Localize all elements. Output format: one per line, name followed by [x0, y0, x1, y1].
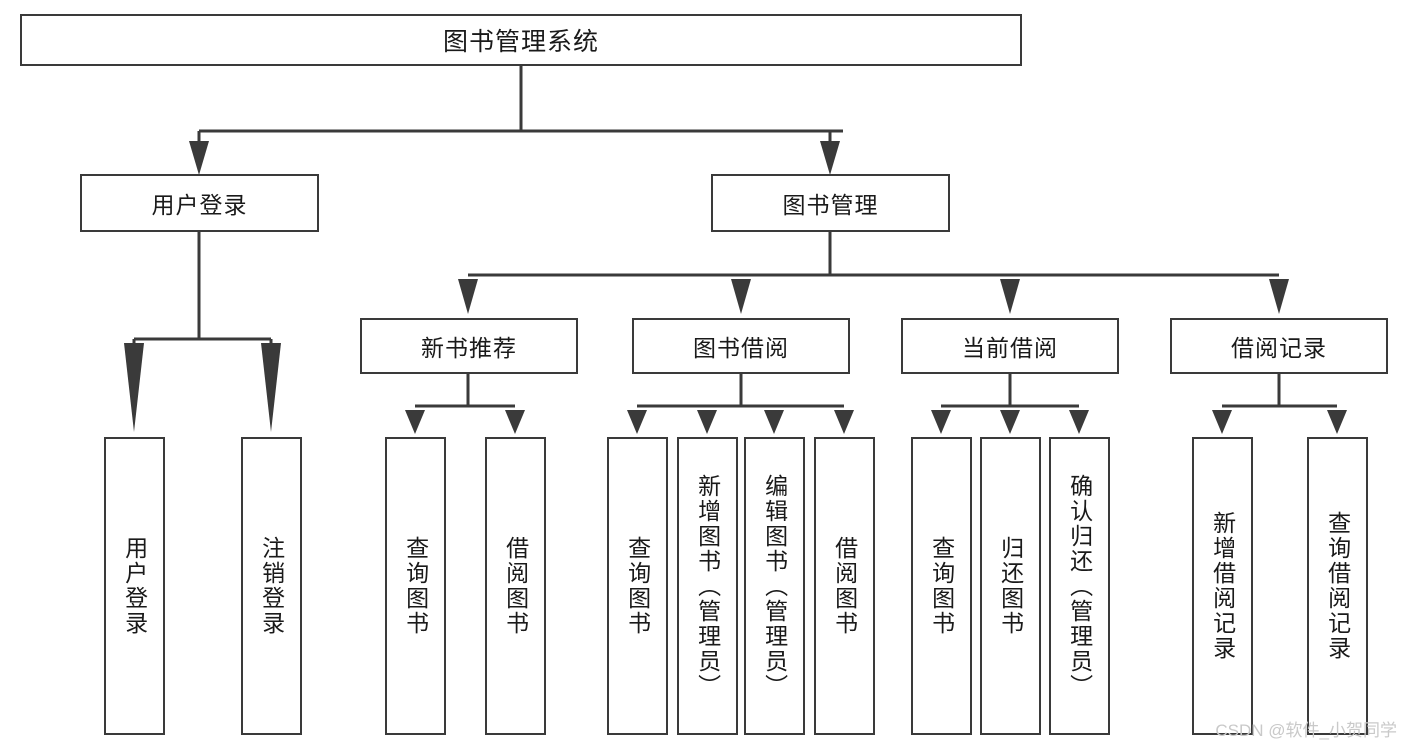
- arrowhead-leaf-user-login: [124, 343, 144, 432]
- node-leaf-query-book-1-label: 查询图书: [402, 536, 429, 636]
- node-borrow-record[interactable]: 借阅记录: [1170, 318, 1388, 374]
- node-leaf-query-book-3[interactable]: 查询图书: [911, 437, 972, 735]
- node-leaf-add-book[interactable]: 新增图书（管理员）: [677, 437, 738, 735]
- node-leaf-borrow-book-2-label: 借阅图书: [831, 536, 858, 636]
- node-root[interactable]: 图书管理系统: [20, 14, 1022, 66]
- arrowhead-book-borrow: [731, 279, 751, 314]
- arrowhead-leaf-return-book: [1000, 410, 1020, 434]
- node-leaf-edit-book-label: 编辑图书（管理员）: [761, 473, 788, 699]
- node-new-book-recommend-label: 新书推荐: [421, 335, 517, 361]
- node-leaf-query-record-label: 查询借阅记录: [1324, 511, 1351, 661]
- arrowhead-leaf-query-book-2: [627, 410, 647, 434]
- node-current-borrow[interactable]: 当前借阅: [901, 318, 1119, 374]
- node-leaf-logout[interactable]: 注销登录: [241, 437, 302, 735]
- node-leaf-borrow-book-2[interactable]: 借阅图书: [814, 437, 875, 735]
- arrowhead-leaf-edit-book: [764, 410, 784, 434]
- node-leaf-confirm-return[interactable]: 确认归还（管理员）: [1049, 437, 1110, 735]
- arrowhead-leaf-query-book-1: [405, 410, 425, 434]
- watermark-text: CSDN @软件_小贺同学: [1215, 721, 1397, 740]
- arrowhead-leaf-add-book: [697, 410, 717, 434]
- node-leaf-add-record[interactable]: 新增借阅记录: [1192, 437, 1253, 735]
- arrowhead-leaf-add-record: [1212, 410, 1232, 434]
- node-leaf-add-record-label: 新增借阅记录: [1209, 511, 1236, 661]
- node-user-login[interactable]: 用户登录: [80, 174, 319, 232]
- node-leaf-query-book-1[interactable]: 查询图书: [385, 437, 446, 735]
- node-book-borrow[interactable]: 图书借阅: [632, 318, 850, 374]
- node-leaf-return-book[interactable]: 归还图书: [980, 437, 1041, 735]
- node-leaf-query-book-3-label: 查询图书: [928, 536, 955, 636]
- arrowhead-user-login: [189, 141, 209, 175]
- arrowhead-leaf-borrow-book-1: [505, 410, 525, 434]
- node-book-management[interactable]: 图书管理: [711, 174, 950, 232]
- arrowhead-leaf-query-record: [1327, 410, 1347, 434]
- arrowhead-leaf-borrow-book-2: [834, 410, 854, 434]
- arrowhead-borrow-record: [1269, 279, 1289, 314]
- node-leaf-add-book-label: 新增图书（管理员）: [694, 473, 721, 699]
- node-root-label: 图书管理系统: [442, 28, 599, 56]
- node-new-book-recommend[interactable]: 新书推荐: [360, 318, 578, 374]
- node-book-borrow-label: 图书借阅: [693, 335, 789, 361]
- node-leaf-borrow-book-1-label: 借阅图书: [502, 536, 529, 636]
- node-leaf-query-record[interactable]: 查询借阅记录: [1307, 437, 1368, 735]
- arrowhead-leaf-confirm-return: [1069, 410, 1089, 434]
- node-user-login-label: 用户登录: [151, 192, 248, 218]
- node-current-borrow-label: 当前借阅: [962, 335, 1058, 361]
- node-leaf-logout-label: 注销登录: [258, 536, 285, 636]
- arrowhead-leaf-query-book-3: [931, 410, 951, 434]
- node-borrow-record-label: 借阅记录: [1231, 335, 1327, 361]
- node-leaf-confirm-return-label: 确认归还（管理员）: [1066, 473, 1093, 699]
- arrowhead-new-book-recommend: [458, 279, 478, 314]
- arrowhead-leaf-logout: [261, 343, 281, 432]
- node-leaf-query-book-2[interactable]: 查询图书: [607, 437, 668, 735]
- node-book-management-label: 图书管理: [782, 192, 879, 218]
- arrowhead-book-management: [820, 141, 840, 175]
- node-leaf-user-login-label: 用户登录: [121, 536, 148, 636]
- node-leaf-return-book-label: 归还图书: [997, 536, 1024, 636]
- node-leaf-edit-book[interactable]: 编辑图书（管理员）: [744, 437, 805, 735]
- arrowhead-current-borrow: [1000, 279, 1020, 314]
- node-leaf-user-login[interactable]: 用户登录: [104, 437, 165, 735]
- node-leaf-borrow-book-1[interactable]: 借阅图书: [485, 437, 546, 735]
- node-leaf-query-book-2-label: 查询图书: [624, 536, 651, 636]
